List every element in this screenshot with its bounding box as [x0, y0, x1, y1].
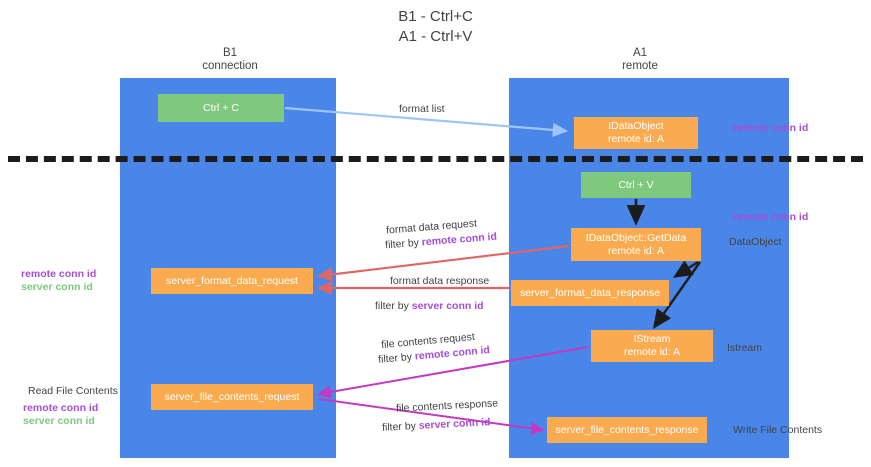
node-ctrl-v-label: Ctrl + V	[618, 178, 654, 191]
node-server-format-data-request-label: server_format_data_request	[166, 274, 298, 287]
node-ctrl-v[interactable]: Ctrl + V	[581, 172, 691, 198]
edge-label-format-list: format list	[399, 103, 445, 115]
lane-header-b1-title: B1	[222, 47, 238, 59]
annotation-remote-conn-id-left-2: remote conn id	[23, 402, 99, 414]
node-server-file-contents-request[interactable]: server_file_contents_request	[151, 384, 313, 410]
annotation-left-conn-ids-top: remote conn id server conn id	[21, 268, 96, 294]
filter-by-text-1: filter by	[384, 236, 423, 252]
annotation-istream: Istream	[727, 342, 763, 354]
phase-divider	[8, 156, 863, 162]
lane-header-a1-title: A1	[632, 47, 648, 59]
node-server-file-contents-response-label: server_file_contents_response	[555, 423, 699, 436]
node-istream-subtitle: remote id: A	[623, 346, 681, 358]
server-conn-id-text-2: server conn id	[418, 416, 491, 432]
node-idataobject-subtitle: remote id: A	[607, 133, 665, 145]
server-conn-id-text-1: server conn id	[411, 300, 484, 312]
node-server-file-contents-request-label: server_file_contents_request	[164, 390, 300, 403]
filter-by-text-4: filter by	[381, 419, 420, 434]
filter-by-text-2: filter by	[375, 300, 412, 312]
annotation-server-conn-id-left-1: server conn id	[21, 281, 93, 293]
edge-label-file-contents-response-filter: filter by server conn id	[382, 415, 491, 435]
node-server-format-data-response[interactable]: server_format_data_response	[511, 280, 669, 306]
annotation-left-conn-ids-bottom: remote conn id server conn id	[23, 402, 98, 428]
lane-header-b1: B1 connection	[150, 47, 310, 73]
edge-label-file-contents-response: file contents response	[395, 397, 499, 415]
title-line-1: B1 - Ctrl+C	[398, 8, 473, 25]
lane-header-b1-subtitle: connection	[202, 60, 258, 72]
node-ctrl-c-label: Ctrl + C	[203, 101, 239, 114]
node-getdata-subtitle: remote id: A	[607, 244, 665, 257]
edge-label-format-data-response-filter: filter by server conn id	[375, 299, 484, 313]
node-ctrl-c[interactable]: Ctrl + C	[158, 94, 284, 122]
node-istream[interactable]: IStream remote id: A	[591, 330, 713, 362]
annotation-read-file-contents: Read File Contents	[28, 385, 118, 397]
annotation-remote-conn-id-mid: remote conn id	[733, 211, 809, 223]
annotation-remote-conn-id-top: remote conn id	[733, 122, 809, 134]
node-server-format-data-response-label: server_format_data_response	[519, 286, 661, 299]
annotation-remote-conn-id-left-1: remote conn id	[21, 268, 97, 280]
lane-header-a1-subtitle: remote	[622, 60, 658, 72]
annotation-dataobject: DataObject	[729, 236, 782, 248]
page-title: B1 - Ctrl+C A1 - Ctrl+V	[0, 7, 871, 47]
node-getdata-title: IDataObject::GetData	[585, 231, 687, 244]
node-idataobject-getdata[interactable]: IDataObject::GetData remote id: A	[571, 228, 701, 261]
node-server-format-data-request[interactable]: server_format_data_request	[151, 268, 313, 294]
title-line-2: A1 - Ctrl+V	[398, 28, 473, 45]
node-idataobject[interactable]: IDataObject remote id: A	[574, 117, 698, 149]
lane-header-a1: A1 remote	[560, 47, 720, 73]
annotation-write-file-contents: Write File Contents	[733, 424, 823, 436]
node-istream-title: IStream	[633, 333, 671, 345]
edge-label-format-data-response: format data response	[390, 275, 490, 287]
filter-by-text-3: filter by	[377, 350, 416, 366]
node-idataobject-title: IDataObject	[608, 120, 664, 132]
node-server-file-contents-response[interactable]: server_file_contents_response	[547, 417, 707, 443]
annotation-server-conn-id-left-2: server conn id	[23, 415, 95, 427]
